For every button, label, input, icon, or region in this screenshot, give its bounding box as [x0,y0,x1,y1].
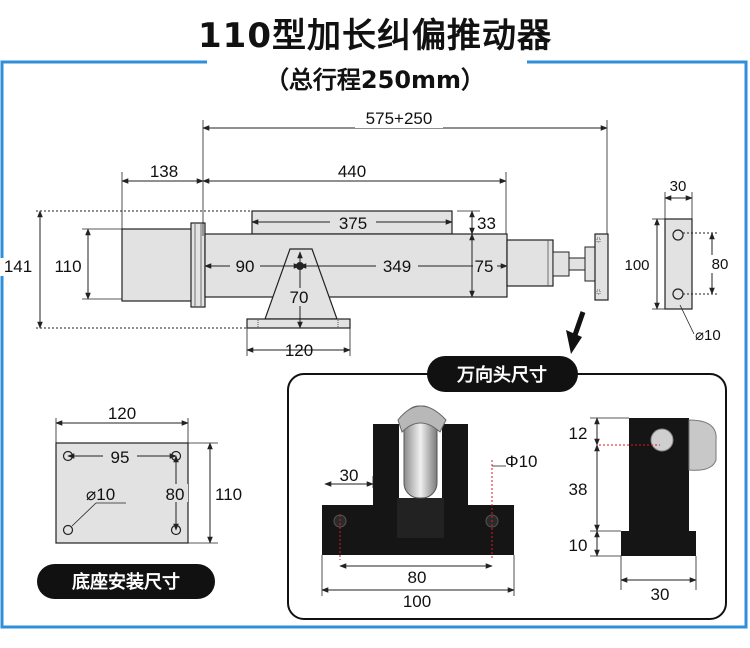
dim-rear: 138 [150,162,178,181]
dim-height-body: 110 [54,257,81,276]
blue-frame [0,60,748,629]
dim-mount-width: 70 [290,288,309,307]
head-pitch: 80 [408,568,427,587]
clevis-width: 30 [670,178,687,195]
dim-plate-height: 33 [477,214,496,233]
universal-head-panel: 万向头尺寸 [287,356,727,620]
base-hole-y: 80 [166,485,185,504]
head-label-pill [427,356,578,392]
head-hole-dia: Φ10 [505,452,537,471]
head-side-mid: 38 [569,480,588,499]
actuator-side-view: 575+250 138 440 375 33 141 110 90 349 75… [0,109,609,360]
head-ear: 30 [340,466,359,485]
base-height: 110 [215,485,242,504]
dim-body-length: 440 [338,162,366,181]
clevis-hole-dia: ⌀10 [695,327,721,344]
base-hole-x: 95 [111,448,130,467]
clevis-hole-pitch: 80 [712,256,729,273]
universal-head-front: 30 Φ10 80 100 [321,405,537,611]
base-label: 底座安装尺寸 [72,571,180,592]
head-label: 万向头尺寸 [456,364,547,385]
page-title: 110型加长纠偏推动器 [198,16,552,56]
clevis-height: 100 [624,257,649,274]
push-rod [506,239,554,287]
rear-body [121,228,193,302]
universal-head-side: 12 38 10 30 [569,417,717,604]
dim-to-mount: 90 [236,257,255,276]
clevis-block [584,246,596,282]
base-label-pill [37,564,215,599]
clevis-neck [552,251,570,277]
dim-front: 75 [475,257,494,276]
dim-overall: 575+250 [366,109,433,128]
dim-height-total: 141 [4,257,32,276]
page-subtitle: （总行程250mm） [264,66,486,94]
clevis-plate [594,233,609,301]
head-side-bottom: 10 [569,536,588,555]
mount-foot [246,318,351,329]
head-side-top: 12 [569,424,588,443]
base-mount-view: 120 95 80 110 ⌀10 底座安装尺寸 [37,404,242,599]
dim-foot-width: 120 [285,341,313,360]
base-width: 120 [108,404,136,423]
clevis-pin [568,257,588,271]
head-width: 100 [403,592,431,611]
base-hole-dia: ⌀10 [86,485,115,504]
clevis-side-view: 30 100 80 ⌀10 [622,178,733,344]
pointer-arrow [566,311,586,354]
dim-top-plate: 375 [339,214,367,233]
head-side-width: 30 [651,585,670,604]
dim-mount-to-front: 349 [383,257,411,276]
